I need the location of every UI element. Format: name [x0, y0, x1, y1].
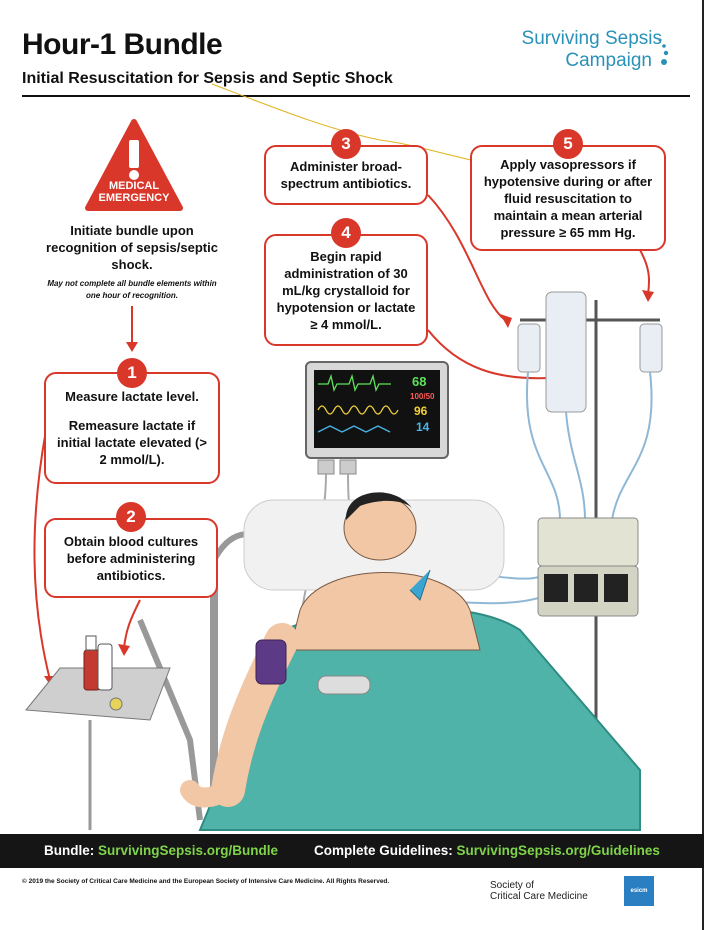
- step-3-text: Administer broad-spectrum antibiotics.: [280, 159, 412, 191]
- warning-exclamation-icon: [85, 119, 183, 211]
- step-4-text: Begin rapid administration of 30 mL/kg c…: [276, 248, 416, 332]
- step-1-box: Measure lactate level. Remeasure lactate…: [44, 372, 220, 484]
- pulse-oximeter: [317, 675, 371, 695]
- iv-bag-left: [517, 323, 541, 373]
- logo-dots-icon: [658, 38, 669, 65]
- step-5-box: Apply vasopressors if hypotensive during…: [470, 145, 666, 251]
- monitor-blood-pressure: 100/50: [410, 392, 435, 401]
- patient: [180, 492, 481, 808]
- surviving-sepsis-logo: Surviving Sepsis Campaign: [521, 28, 669, 72]
- sccm-logo: Society of Critical Care Medicine: [490, 880, 588, 902]
- infusion-pump: [537, 517, 639, 567]
- footer-bar: Bundle: SurvivingSepsis.org/Bundle Compl…: [0, 834, 704, 868]
- step-1-text: Measure lactate level.: [65, 389, 199, 404]
- initiate-text: Initiate bundle upon recognition of seps…: [46, 223, 218, 272]
- monitor-resp-rate: 14: [416, 420, 430, 434]
- step-1-badge: 1: [117, 358, 147, 388]
- step-3-badge: 3: [331, 129, 361, 159]
- page-subtitle: Initial Resuscitation for Sepsis and Sep…: [22, 70, 393, 87]
- iv-bag-right: [639, 323, 663, 373]
- logo-line1: Surviving Sepsis: [521, 28, 662, 49]
- guidelines-link-group: Complete Guidelines: SurvivingSepsis.org…: [314, 843, 660, 858]
- bundle-link-group: Bundle: SurvivingSepsis.org/Bundle: [44, 843, 278, 858]
- step-4-box: Begin rapid administration of 30 mL/kg c…: [264, 234, 428, 346]
- copyright-text: © 2019 the Society of Critical Care Medi…: [22, 878, 390, 885]
- supply-tray: [25, 635, 171, 830]
- timing-note: May not complete all bundle elements wit…: [47, 279, 217, 300]
- iv-bag-center: [545, 291, 587, 413]
- monitor-heart-rate: 68: [412, 374, 427, 389]
- step-5-text: Apply vasopressors if hypotensive during…: [483, 156, 653, 240]
- step-2-badge: 2: [116, 502, 146, 532]
- header-divider: [22, 95, 690, 97]
- vital-signs-monitor: [305, 361, 449, 475]
- logo-line2: Campaign: [565, 50, 652, 71]
- step-2-text: Obtain blood cultures before administeri…: [63, 533, 199, 583]
- esicm-logo: esicm: [624, 876, 654, 906]
- medical-emergency-sign: MEDICAL EMERGENCY: [84, 118, 184, 214]
- bundle-url-link[interactable]: SurvivingSepsis.org/Bundle: [98, 843, 279, 858]
- bp-cuff: [255, 639, 287, 685]
- page-title: Hour-1 Bundle: [22, 28, 223, 61]
- guidelines-url-link[interactable]: SurvivingSepsis.org/Guidelines: [456, 843, 660, 858]
- step-4-badge: 4: [331, 218, 361, 248]
- medical-emergency-label: MEDICAL EMERGENCY: [98, 180, 170, 204]
- step-5-badge: 5: [553, 129, 583, 159]
- bundle-label: Bundle:: [44, 843, 95, 858]
- guidelines-label: Complete Guidelines:: [314, 843, 453, 858]
- monitor-spo2: 96: [414, 404, 428, 418]
- step-1-text2: Remeasure lactate if initial lactate ele…: [57, 418, 207, 467]
